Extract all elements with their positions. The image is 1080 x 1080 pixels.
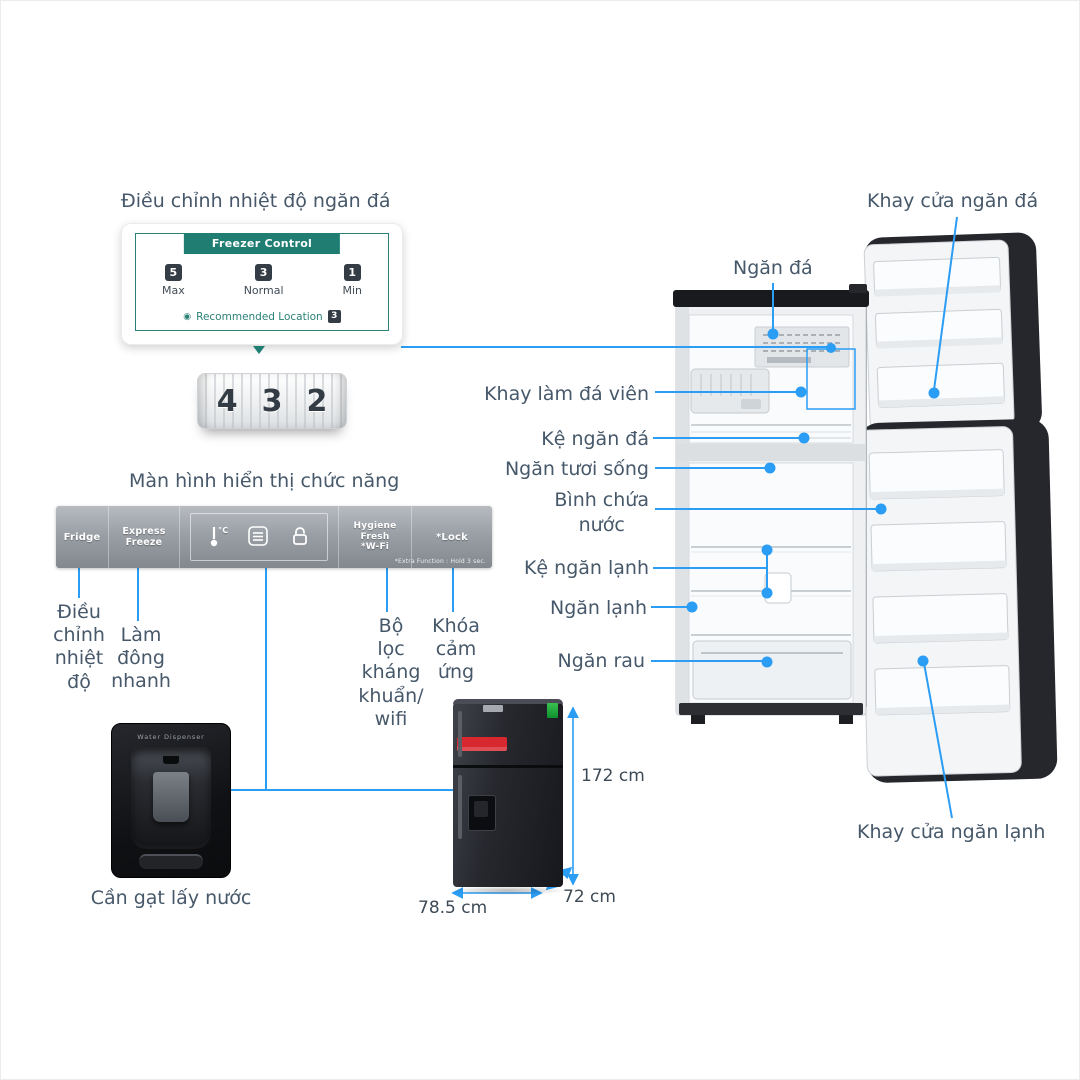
freezer-control-panel: Freezer Control 5 Max 3 Normal 1 Min ◉ R… [121, 223, 403, 345]
level-digit: 1 [343, 264, 361, 281]
label-khay-cua-ngan-lanh: Khay cửa ngăn lạnh [857, 821, 1046, 843]
recommended-text: Recommended Location [196, 310, 323, 323]
dial-digit: 3 [261, 383, 283, 419]
level-label: Min [342, 284, 362, 297]
ice-maker [690, 368, 770, 414]
dispenser-lever [153, 772, 189, 822]
fridge-button: Fridge [56, 506, 109, 568]
callout-filter-wifi: Bộ lọc kháng khuẩn/ wifi [358, 615, 424, 730]
water-dispenser-text: Water Dispenser [137, 733, 205, 741]
door-divider [453, 765, 563, 768]
unlock-icon [289, 525, 311, 550]
dispenser-nozzle [163, 756, 179, 764]
label-khay-cua-ngan-da: Khay cửa ngăn đá [867, 190, 1039, 212]
display-panel-title: Màn hình hiển thị chức năng [129, 470, 400, 492]
label-khay-lam-da-vien: Khay làm đá viên [484, 383, 649, 405]
freezer-level-max: 5 Max [162, 264, 185, 297]
dimension-height: 172 cm [581, 766, 645, 786]
level-digit: 5 [164, 264, 182, 281]
mini-dispenser [468, 795, 496, 831]
dispenser-recess [131, 747, 211, 849]
level-digit: 3 [255, 264, 273, 281]
label-binh-chua-nuoc: Bình chứa nước [554, 489, 649, 536]
dial-digit: 4 [216, 383, 238, 419]
express-freeze-button: Express Freeze [109, 506, 180, 568]
level-label: Max [162, 284, 185, 297]
fridge-door [858, 418, 1058, 783]
label-ngan-tuoi-song: Ngăn tươi sống [504, 458, 649, 480]
freezer-levels: 5 Max 3 Normal 1 Min [162, 264, 362, 297]
callout-express-freeze: Làm đông nhanh [111, 624, 171, 693]
mini-fridge-top [453, 699, 563, 704]
cabinet [673, 284, 869, 724]
floor-shadow [449, 886, 567, 895]
level-label: Normal [243, 284, 284, 297]
dimension-width: 78.5 cm [418, 898, 488, 918]
strip-footnote: *Extra Function : Hold 3 sec. [394, 558, 486, 565]
callout-temperature: Điều chỉnh nhiệt độ [53, 601, 105, 693]
svg-text:°C: °C [218, 526, 228, 535]
brand-badge [483, 705, 503, 712]
fridge-handle [458, 775, 462, 839]
display-highlight [806, 348, 856, 410]
label-ke-ngan-da: Kệ ngăn đá [541, 428, 649, 450]
refrigerator-illustration [673, 232, 1058, 783]
freezer-door [863, 232, 1042, 436]
connector-khay-cua-ngan-lanh [923, 662, 953, 819]
hygiene-fresh-button: Hygiene Fresh *W-Fi [339, 506, 412, 568]
icon-group: °C [180, 506, 339, 568]
label-ke-ngan-lanh: Kệ ngăn lạnh [523, 557, 649, 579]
dimension-depth: 72 cm [563, 887, 616, 907]
connector-ke-ngan-lanh [653, 550, 768, 593]
vegetable-drawer [692, 640, 852, 700]
selection-frame [190, 513, 328, 561]
label-ngan-rau: Ngăn rau [557, 650, 646, 672]
label-ngan-da: Ngăn đá [733, 257, 813, 279]
drip-tray [139, 854, 203, 869]
callout-touch-lock: Khóa cảm ứng [432, 615, 480, 684]
dial-digit: 2 [306, 383, 328, 419]
freezer-control-title: Điều chỉnh nhiệt độ ngăn đá [121, 190, 391, 212]
freezer-level-normal: 3 Normal [244, 264, 284, 297]
dispenser-label: Cần gạt lấy nước [90, 887, 252, 909]
temperature-icon: °C [208, 524, 228, 551]
down-arrow-icon [253, 346, 265, 354]
freezer-control-header: Freezer Control [183, 233, 341, 254]
freezer-level-min: 1 Min [342, 264, 362, 297]
energy-label [547, 703, 558, 718]
product-photo [453, 699, 563, 887]
connector-khay-cua-ngan-da [933, 216, 958, 391]
control-strip: Fridge Express Freeze °C Hygiene Fresh *… [56, 506, 492, 568]
water-dispenser-graphic: Water Dispenser [111, 723, 231, 878]
temperature-dial: 4 3 2 [197, 373, 347, 429]
recommended-row: ◉ Recommended Location 3 [122, 310, 402, 323]
freezer-handle [458, 711, 462, 757]
target-icon: ◉ [183, 311, 192, 322]
filter-icon [247, 525, 269, 550]
red-sticker [457, 737, 507, 751]
recommended-value: 3 [327, 310, 341, 323]
connector-dots [686, 328, 940, 668]
lock-button: *Lock [435, 531, 469, 543]
label-ngan-lanh: Ngăn lạnh [549, 597, 647, 619]
